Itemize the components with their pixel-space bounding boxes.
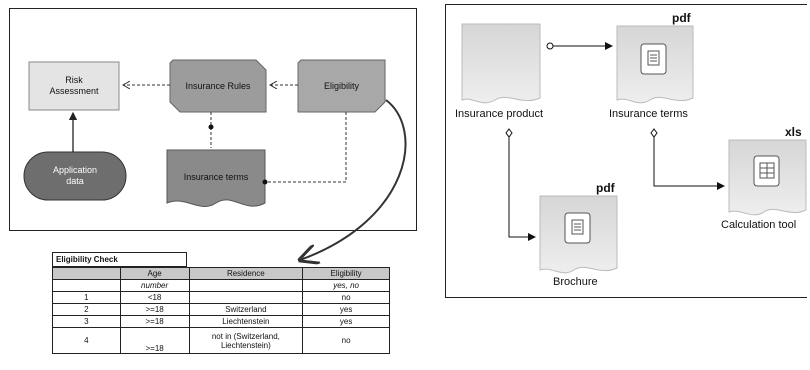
product-to-brochure-origin xyxy=(505,128,513,138)
eligibility-terms-link-dot xyxy=(262,179,268,185)
insurance-terms-document-shape xyxy=(166,149,266,208)
product-to-terms-origin xyxy=(546,42,554,50)
brochure-label: Brochure xyxy=(553,276,598,288)
spreadsheet-file-icon xyxy=(753,155,780,187)
table-cell: no xyxy=(302,327,390,354)
rules-terms-link-dot xyxy=(208,124,214,130)
table-header-cell: Residence xyxy=(188,267,304,280)
risk-assessment-shape xyxy=(28,61,120,111)
insurance-terms-node: Insurance terms xyxy=(183,171,249,182)
risk-assessment-node: Risk Assessment xyxy=(49,75,99,96)
calculation-tool-format-badge: xls xyxy=(785,125,802,139)
eligibility-table: Age Residence Eligibility number yes, no… xyxy=(52,267,390,354)
eligibility-terms-link xyxy=(265,112,347,183)
insurance-rules-shape xyxy=(169,59,267,113)
table-header-row: Age Residence Eligibility xyxy=(52,267,390,280)
table-cell: 4 xyxy=(52,327,121,354)
eligibility-to-table-curve xyxy=(300,99,407,260)
application-data-shape xyxy=(23,151,127,201)
brochure-format-badge: pdf xyxy=(596,181,615,195)
insurance-terms-format-badge: pdf xyxy=(672,11,691,25)
eligibility-node: Eligibility xyxy=(323,80,359,91)
terms-to-calculation-arrow xyxy=(653,137,725,190)
insurance-rules-node: Insurance Rules xyxy=(185,80,251,91)
pdf-file-icon xyxy=(640,43,667,75)
table-cell: yes xyxy=(302,303,390,316)
table-cell: not in (Switzerland, Liechtenstein) xyxy=(188,327,304,354)
pdf-file-icon xyxy=(564,212,591,244)
calculation-tool-label: Calculation tool xyxy=(721,219,797,231)
insurance-product-shape xyxy=(461,23,541,104)
terms-to-calculation-origin xyxy=(650,128,658,138)
table-type-row: number yes, no xyxy=(52,279,390,292)
eligibility-shape xyxy=(297,59,386,113)
insurance-product-label: Insurance product xyxy=(455,108,544,120)
application-data-node: Application data xyxy=(52,165,98,186)
product-to-brochure-arrow xyxy=(508,137,536,241)
insurance-terms-label: Insurance terms xyxy=(609,108,688,120)
table-row: 4 >=18 not in (Switzerland, Liechtenstei… xyxy=(52,327,390,354)
table-row: 2 >=18 Switzerland yes xyxy=(52,303,390,316)
